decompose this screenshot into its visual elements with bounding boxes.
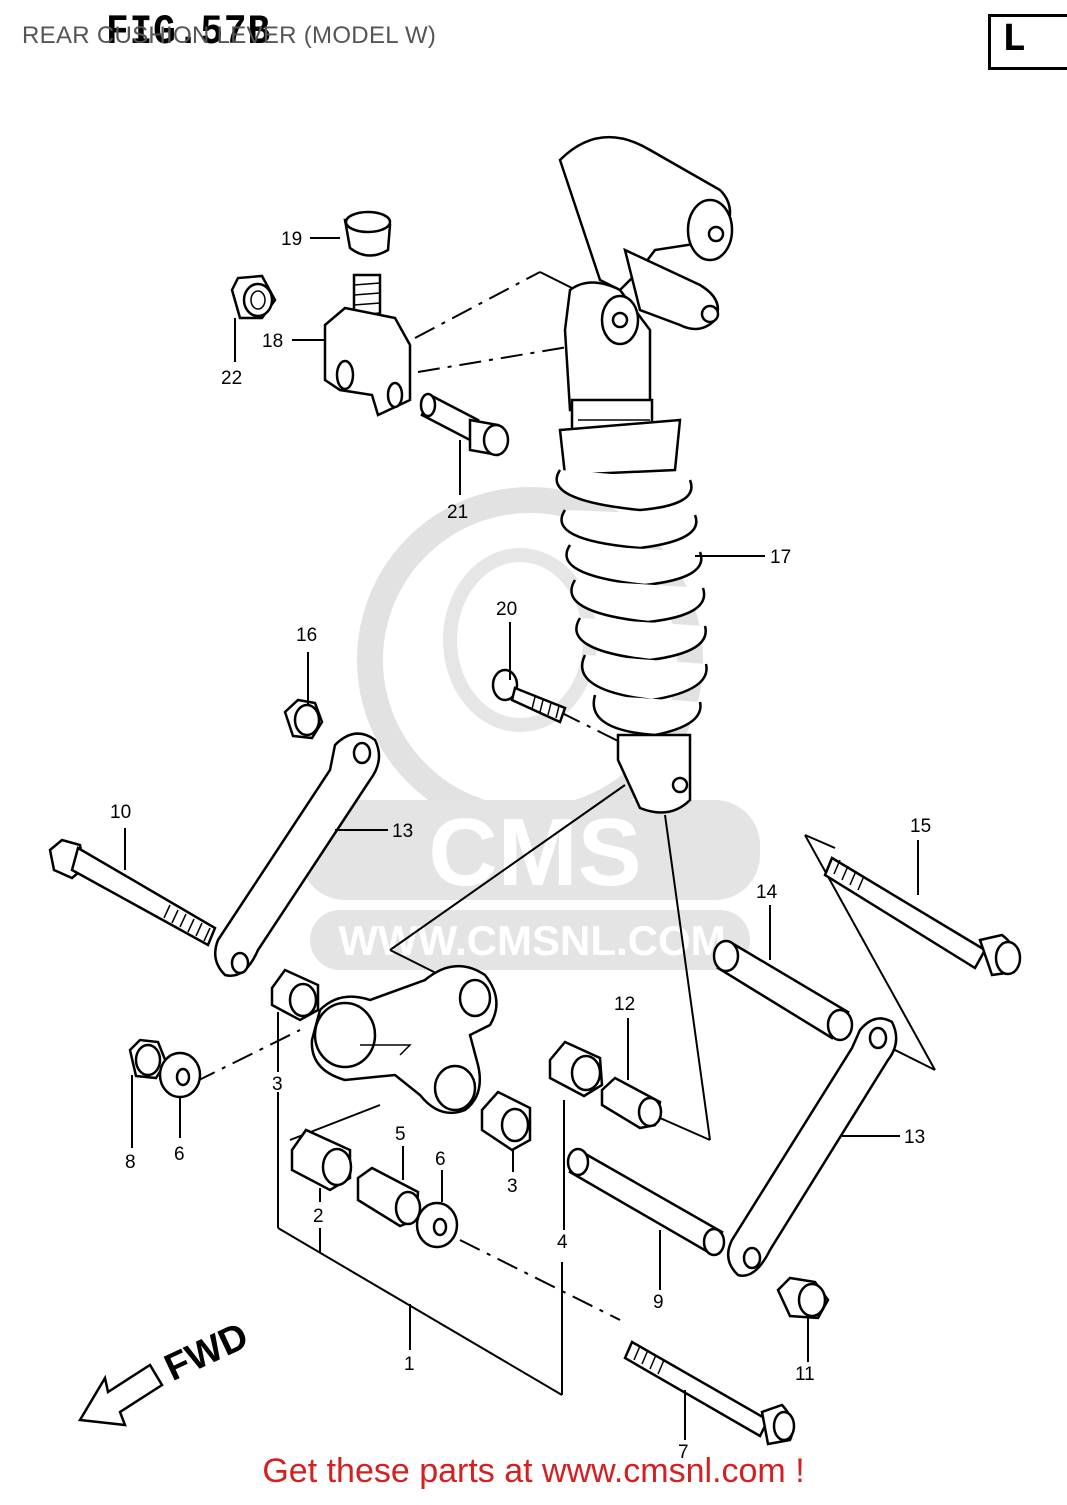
part-6-washer-right [415,1201,459,1249]
fwd-arrow: FWD [77,1315,255,1427]
part-15-bolt [823,856,1022,977]
part-13-link-lower [726,1017,898,1277]
callout-1: 1 [404,1354,415,1375]
callout-7: 7 [678,1442,689,1463]
diagram-caption: REAR CUSHION LEVER (MODEL W) [22,22,437,49]
part-13-link-upper [213,732,381,977]
callout-13-upper: 13 [392,821,413,842]
watermark-logo: CMS WWW.CMSNL.COM [300,487,760,970]
part-18-bracket [323,273,412,417]
callout-5: 5 [395,1124,406,1145]
callout-2: 2 [313,1206,324,1227]
part-10-bolt [48,838,217,947]
callout-leaders [124,237,919,1440]
part-8-nut [128,1038,168,1080]
part-12-sleeve [600,1076,663,1130]
callout-8: 8 [125,1152,136,1173]
callout-4: 4 [557,1232,568,1253]
callout-11: 11 [795,1364,815,1385]
part-19-nut [343,210,392,257]
part-9-sleeve [566,1147,726,1257]
part-5-sleeve [356,1166,422,1228]
callout-6-right: 6 [435,1149,446,1170]
part-16-nut [283,698,324,740]
part-17-rear-shock [555,135,734,814]
watermark-brand: CMS [428,799,641,906]
fwd-label: FWD [158,1315,254,1390]
callout-20: 20 [496,599,517,620]
part-6-washer-left [158,1051,202,1099]
figure-label: FIG.57B [106,8,272,56]
part-7-bolt [623,1340,796,1446]
callout-9: 9 [653,1292,664,1313]
footer-link-text[interactable]: Get these parts at www.cmsnl.com ! [262,1452,805,1490]
callout-3-right: 3 [507,1176,518,1197]
corner-box [988,14,1067,70]
part-3-bushing-left [270,968,320,1022]
callout-17: 17 [770,547,791,568]
part-14-sleeve [712,939,854,1042]
callout-14: 14 [756,882,778,903]
part-4-bushing [548,1040,604,1098]
callout-numbers: 19 22 18 21 17 20 16 13 10 15 14 12 13 3… [110,229,931,1463]
part-21-bolt [419,392,510,457]
callout-18: 18 [262,331,283,352]
part-11-nut [776,1276,830,1320]
callout-15: 15 [910,816,931,837]
part-20-bolt [491,668,567,724]
callout-3-left: 3 [272,1074,283,1095]
callout-13-lower: 13 [904,1127,925,1148]
watermark-url: WWW.CMSNL.COM [338,917,725,964]
callout-12: 12 [614,994,635,1015]
callout-16: 16 [296,625,317,646]
part-22-nut [230,274,277,320]
callout-10: 10 [110,802,131,823]
part-3-bushing-right [480,1090,532,1152]
callout-6-left: 6 [174,1144,185,1165]
callout-22: 22 [221,368,242,389]
part-1-cushion-lever [310,964,498,1115]
part-2-bushing [290,1128,353,1192]
corner-label: L [1002,18,1027,63]
callout-21: 21 [447,502,468,523]
callout-19: 19 [281,229,302,250]
